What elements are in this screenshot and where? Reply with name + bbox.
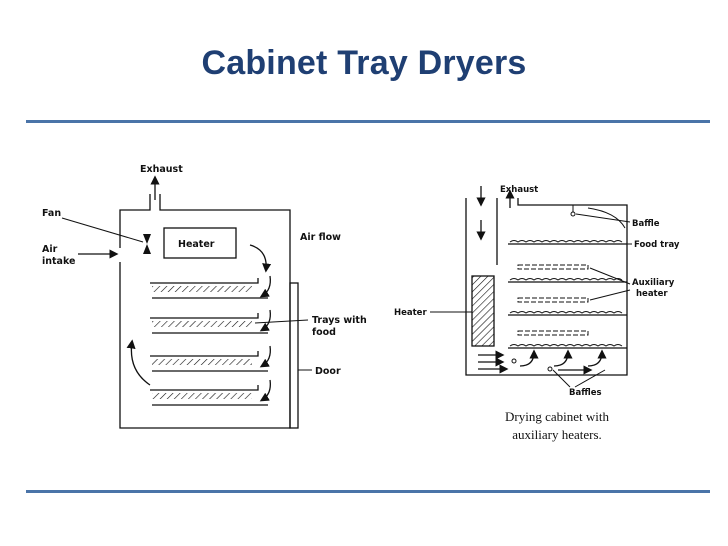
label-door: Door: [315, 366, 341, 377]
label-air-flow: Air flow: [300, 232, 341, 243]
label-heater-right: Heater: [394, 308, 427, 318]
door-panel: [289, 282, 299, 429]
label-trays: Trays with: [312, 315, 367, 326]
top-divider: [26, 120, 710, 123]
heater-block: [471, 275, 495, 347]
label-food: food: [312, 327, 336, 338]
caption-line-2: auxiliary heaters.: [512, 427, 602, 442]
label-intake: intake: [42, 256, 75, 267]
label-aux-heater: heater: [636, 289, 668, 299]
label-food-tray: Food tray: [634, 240, 680, 250]
label-air: Air: [42, 244, 58, 255]
slide-title: Cabinet Tray Dryers: [201, 44, 527, 82]
label-heater: Heater: [178, 239, 215, 250]
food-trays: [508, 278, 627, 349]
label-auxiliary: Auxiliary: [632, 278, 675, 288]
bottom-divider: [26, 490, 710, 493]
fan-icon: [143, 234, 151, 254]
tray-stack: [150, 278, 268, 406]
label-fan: Fan: [42, 208, 61, 219]
caption-line-1: Drying cabinet with: [505, 409, 609, 424]
right-cabinet-diagram: Exhaust Baffle Food tray Auxiliary heate…: [394, 185, 680, 442]
label-baffles: Baffles: [569, 388, 602, 398]
auxiliary-heaters: [517, 264, 589, 336]
label-exhaust-right: Exhaust: [500, 185, 538, 195]
label-baffle: Baffle: [632, 219, 660, 229]
heater-box: [163, 227, 237, 259]
left-cabinet-diagram: Exhaust Fan Air intake Heater Air flow T…: [42, 164, 367, 429]
label-exhaust: Exhaust: [140, 164, 183, 175]
